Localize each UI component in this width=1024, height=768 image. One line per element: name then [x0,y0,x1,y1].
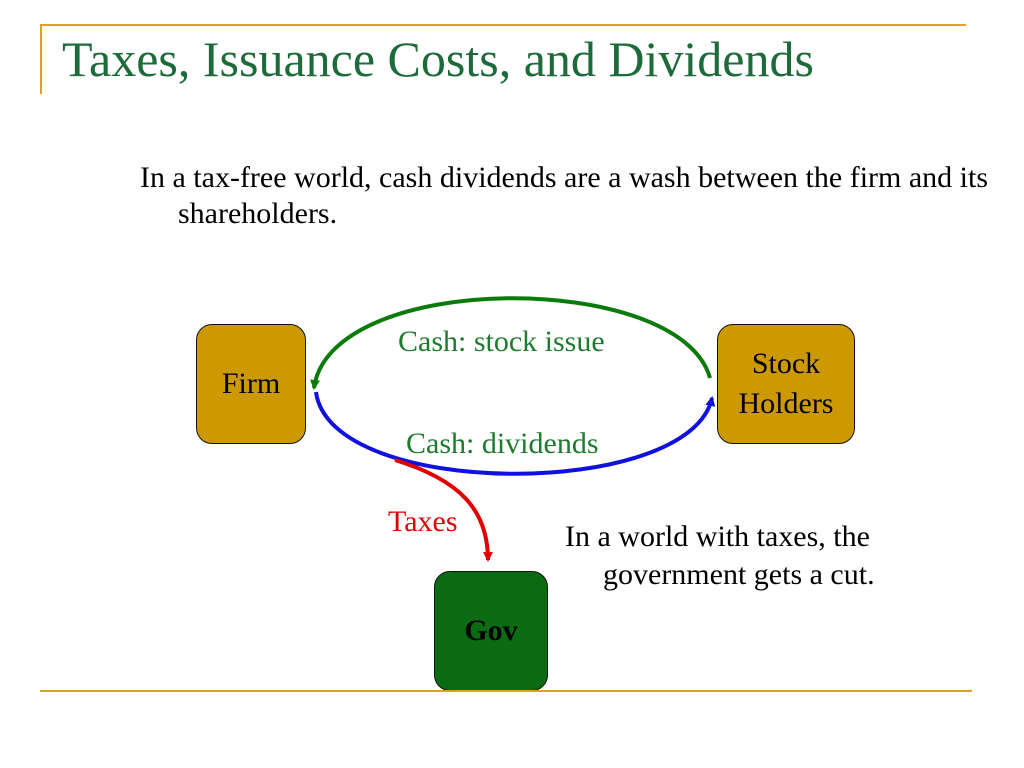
title-frame [40,24,966,94]
stock-issue-label: Cash: stock issue [398,325,605,358]
taxes-note-line1: In a world with taxes, the [565,520,870,553]
gov-node: Gov [434,571,548,691]
stockholders-label-line1: Stock [751,347,821,380]
stockholders-label-line2: Holders [738,387,834,420]
taxes-arrow [394,458,493,562]
stock-issue-arrow [310,296,712,390]
dividends-label: Cash: dividends [406,427,599,460]
firm-label: Firm [221,367,281,400]
dividends-arrow [314,391,716,476]
taxes-note: In a world with taxes, the government ge… [565,518,945,594]
taxes-note-line2: government gets a cut. [603,558,875,591]
taxes-label: Taxes [388,505,458,538]
bottom-rule [40,690,972,692]
slide-title: Taxes, Issuance Costs, and Dividends [62,31,814,87]
stockholders-node: Stock Holders [717,324,855,444]
firm-node: Firm [196,324,306,444]
tax-free-bullet: In a tax-free world, cash dividends are … [140,161,989,230]
gov-label: Gov [464,614,518,647]
